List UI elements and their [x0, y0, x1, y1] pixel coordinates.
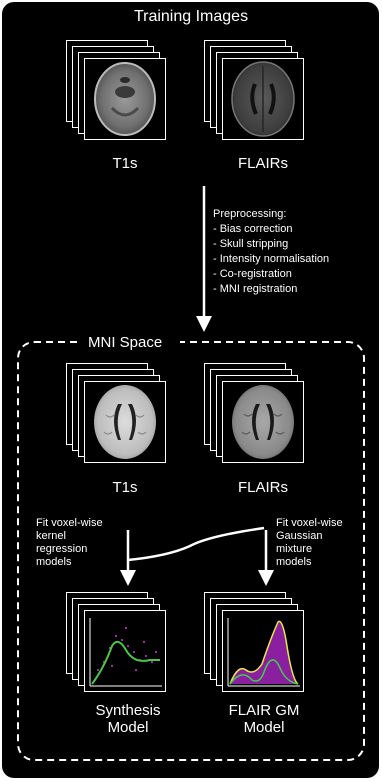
- synthesis-model-stack: [66, 592, 166, 692]
- preprocessing-heading: Preprocessing:: [213, 208, 287, 220]
- preprocessing-step: - Bias correction: [213, 223, 293, 235]
- synthesis-model-caption: Synthesis Model: [95, 702, 161, 736]
- preprocessing-step: - MNI registration: [213, 283, 298, 295]
- preprocessing-step: - Intensity normalisation: [213, 253, 330, 265]
- synthesis-model-plot: [89, 618, 162, 687]
- diagram-title: Training Images: [133, 8, 249, 25]
- preprocessing-step: - Co-registration: [213, 268, 292, 280]
- flair-mni-caption: FLAIRs: [237, 479, 288, 496]
- mni-space-label: MNI Space: [88, 334, 163, 351]
- flair-mni-brain-image: [232, 385, 294, 459]
- t1-training-caption: T1s: [112, 155, 138, 172]
- kernel-regression-fit-text: Fit voxel-wise kernel regression models: [36, 517, 103, 568]
- flair-training-brain-image: [231, 61, 295, 137]
- gm-model-caption: FLAIR GM Model: [228, 702, 300, 736]
- gaussian-mixture-fit-text: Fit voxel-wise Gaussian mixture models: [276, 517, 343, 568]
- t1-mni-caption: T1s: [112, 479, 138, 496]
- t1-mni-brain-image: [94, 385, 156, 459]
- gm-model-plot: [227, 618, 300, 687]
- t1-training-brain-image: [94, 62, 156, 136]
- mni-space-box: [17, 341, 365, 761]
- preprocessing-step: - Skull stripping: [213, 238, 289, 250]
- flair-training-caption: FLAIRs: [237, 155, 288, 172]
